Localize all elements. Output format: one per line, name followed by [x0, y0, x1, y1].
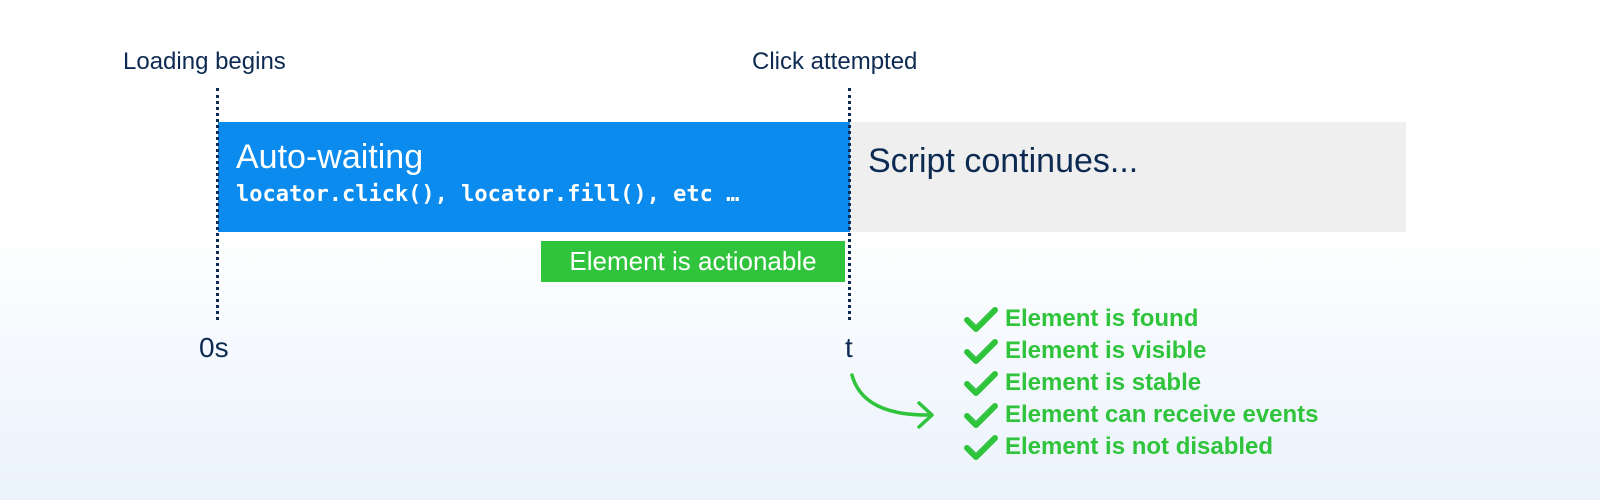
- check-item-not-disabled: Element is not disabled: [963, 431, 1319, 463]
- element-actionable-badge: Element is actionable: [541, 241, 845, 282]
- checkmark-icon: [964, 435, 998, 460]
- click-attempted-label: Click attempted: [752, 48, 918, 75]
- check-item-visible: Element is visible: [963, 335, 1319, 367]
- loading-begins-label: Loading begins: [123, 48, 286, 75]
- checkmark-icon: [964, 403, 998, 428]
- checkmark-icon: [964, 371, 998, 396]
- check-item-receives-events: Element can receive events: [963, 399, 1319, 431]
- auto-waiting-title: Auto-waiting: [236, 138, 424, 176]
- script-continues-bar: Script continues...: [850, 122, 1406, 232]
- checkmark-icon: [964, 339, 998, 364]
- check-label: Element is stable: [1005, 369, 1202, 396]
- start-tick-label: 0s: [199, 332, 229, 363]
- end-marker-line: [848, 88, 851, 320]
- check-item-found: Element is found: [963, 303, 1319, 335]
- script-continues-text: Script continues...: [868, 142, 1139, 180]
- check-label: Element is found: [1005, 305, 1199, 332]
- curved-arrow-icon: [850, 373, 934, 429]
- auto-waiting-code: locator.click(), locator.fill(), etc …: [236, 182, 740, 207]
- start-marker-line: [216, 88, 219, 320]
- check-label: Element is not disabled: [1005, 433, 1274, 460]
- checkmark-icon: [964, 307, 998, 332]
- check-label: Element is visible: [1005, 337, 1207, 364]
- actionability-checklist: Element is found Element is visible Elem…: [963, 303, 1319, 463]
- check-label: Element can receive events: [1005, 401, 1319, 428]
- end-tick-label: t: [845, 332, 853, 363]
- check-item-stable: Element is stable: [963, 367, 1319, 399]
- auto-waiting-bar: Auto-waiting locator.click(), locator.fi…: [218, 122, 850, 232]
